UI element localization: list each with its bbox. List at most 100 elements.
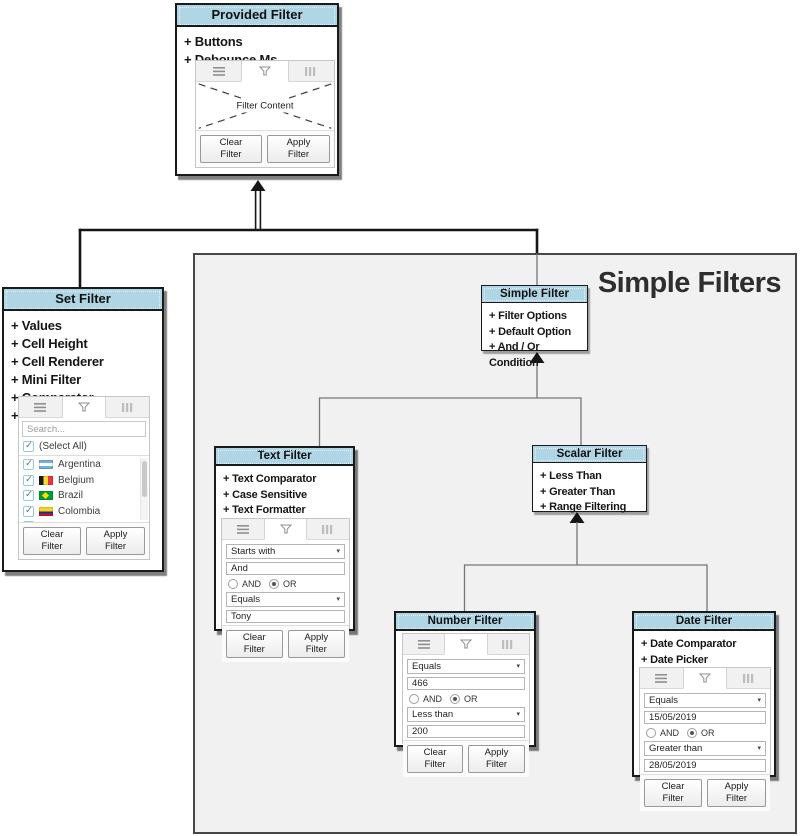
clear-filter-button[interactable]: Clear Filter [407, 745, 464, 773]
or-radio-label: OR [283, 578, 297, 589]
value-checkbox[interactable] [23, 489, 34, 502]
tab-filter[interactable] [241, 61, 289, 82]
tab-columns[interactable] [307, 519, 349, 539]
clear-filter-button[interactable]: Clear Filter [226, 630, 283, 658]
scrollbar-thumb[interactable] [142, 461, 147, 498]
date-filter-title: Date Filter [634, 613, 774, 631]
attr-filter-options: + Filter Options [489, 310, 567, 322]
and-radio[interactable] [646, 727, 656, 738]
tab-columns[interactable] [727, 668, 770, 688]
date-value-input-1[interactable] [644, 711, 766, 724]
number-filter-box: Number Filter Equals ▾ [394, 611, 536, 777]
text-filter-box: Text Filter + Text Comparator + Case Sen… [214, 446, 355, 662]
dropdown-caret-icon: ▾ [516, 663, 520, 670]
dropdown-caret-icon: ▾ [336, 548, 340, 555]
and-radio[interactable] [409, 693, 419, 704]
menu-icon [655, 673, 668, 683]
list-item[interactable]: Belgium [23, 473, 149, 489]
and-radio[interactable] [228, 578, 238, 589]
attr-and-or-condition: + And / Or Condition [489, 341, 540, 369]
tab-columns[interactable] [106, 397, 149, 417]
join-condition: AND OR [644, 727, 766, 738]
apply-filter-button[interactable]: Apply Filter [287, 630, 345, 658]
filter-footer: Clear Filter Apply Filter [640, 774, 770, 811]
operator-select-2[interactable]: Equals ▾ [226, 592, 345, 607]
tab-filter[interactable] [682, 668, 728, 689]
search-input[interactable] [22, 421, 146, 437]
scalar-filter-title: Scalar Filter [533, 446, 646, 463]
attr-text-formatter: + Text Formatter [223, 504, 306, 517]
filter-footer: Clear Filter Apply Filter [222, 625, 349, 662]
menu-icon [417, 639, 430, 649]
date-value-input-2[interactable] [644, 759, 766, 772]
clear-filter-button[interactable]: Clear Filter [644, 779, 703, 807]
filter-tabs [640, 668, 770, 689]
belgium-flag-icon [39, 475, 53, 485]
or-radio[interactable] [269, 578, 280, 589]
filter-value-input-1[interactable] [226, 562, 345, 575]
attr-mini-filter: + Mini Filter [11, 371, 81, 387]
columns-icon [305, 66, 316, 76]
simple-filter-title: Simple Filter [482, 286, 587, 303]
scrollbar[interactable] [140, 458, 148, 521]
tab-filter[interactable] [263, 519, 308, 540]
attr-cell-renderer: + Cell Renderer [11, 353, 104, 369]
or-radio-label: OR [701, 727, 715, 738]
date-filter-attrs: + Date Comparator + Date Picker [634, 631, 774, 668]
tab-menu[interactable] [19, 397, 62, 417]
tab-menu[interactable] [222, 519, 264, 539]
select-all-checkbox[interactable] [23, 440, 34, 452]
or-radio[interactable] [450, 693, 461, 704]
filter-content-placeholder: Filter Content [196, 82, 334, 130]
apply-filter-button[interactable]: Apply Filter [468, 745, 525, 773]
value-checkbox[interactable] [23, 474, 34, 486]
and-radio-label: AND [423, 693, 443, 704]
list-item[interactable]: Argentina [23, 457, 149, 473]
list-item[interactable]: Colombia [23, 504, 149, 520]
date-filter-ui: Equals ▾ AND OR Greater than ▾ Clear Fil… [639, 667, 771, 811]
tab-columns[interactable] [488, 634, 529, 654]
list-item[interactable]: Brazil [23, 488, 149, 504]
columns-icon [742, 673, 753, 683]
apply-filter-button[interactable]: Apply Filter [266, 135, 330, 163]
apply-filter-button[interactable]: Apply Filter [86, 527, 145, 555]
apply-filter-button[interactable]: Apply Filter [707, 779, 766, 807]
text-filter-title: Text Filter [216, 448, 353, 466]
set-filter-ui: (Select All) Argentina Belgium Brazil [18, 396, 150, 560]
brazil-flag-icon [39, 491, 53, 501]
filter-funnel-icon [699, 673, 711, 683]
dropdown-caret-icon: ▾ [336, 596, 340, 603]
operator-select-1[interactable]: Equals ▾ [407, 659, 525, 674]
clear-filter-button[interactable]: Clear Filter [23, 527, 82, 555]
tab-menu[interactable] [403, 634, 444, 654]
tab-filter[interactable] [444, 634, 488, 655]
operator-select-2[interactable]: Less than ▾ [407, 707, 525, 722]
argentina-flag-icon [39, 460, 53, 470]
provided-filter-ui: Filter Content Clear Filter Apply Filter [195, 60, 335, 168]
list-item[interactable]: France [23, 519, 149, 523]
tab-filter[interactable] [61, 397, 107, 418]
columns-icon [121, 402, 132, 412]
operator-select-1[interactable]: Starts with ▾ [226, 544, 345, 559]
tab-menu[interactable] [640, 668, 683, 688]
number-filter-ui: Equals ▾ AND OR Less than ▾ Clear Filter [402, 633, 530, 777]
filter-value-input-2[interactable] [226, 610, 345, 623]
simple-filter-attrs: + Filter Options + Default Option + And … [482, 303, 587, 371]
or-radio[interactable] [687, 727, 698, 738]
value-checkbox[interactable] [23, 458, 34, 471]
tab-menu[interactable] [196, 61, 241, 81]
tab-columns[interactable] [289, 61, 334, 81]
value-checkbox[interactable] [23, 505, 34, 517]
text-filter-attrs: + Text Comparator + Case Sensitive + Tex… [216, 466, 353, 519]
attr-date-comparator: + Date Comparator [641, 638, 737, 650]
operator-select-1[interactable]: Equals ▾ [644, 693, 766, 708]
operator-select-2[interactable]: Greater than ▾ [644, 741, 766, 756]
filter-value-input-1[interactable] [407, 677, 525, 690]
clear-filter-button[interactable]: Clear Filter [200, 135, 262, 163]
filter-value-input-2[interactable] [407, 725, 525, 738]
select-all-row[interactable]: (Select All) [19, 439, 149, 456]
value-label: Belgium [58, 474, 95, 486]
join-condition: AND OR [226, 578, 345, 589]
value-checkbox[interactable] [23, 520, 34, 523]
menu-icon [34, 402, 47, 412]
